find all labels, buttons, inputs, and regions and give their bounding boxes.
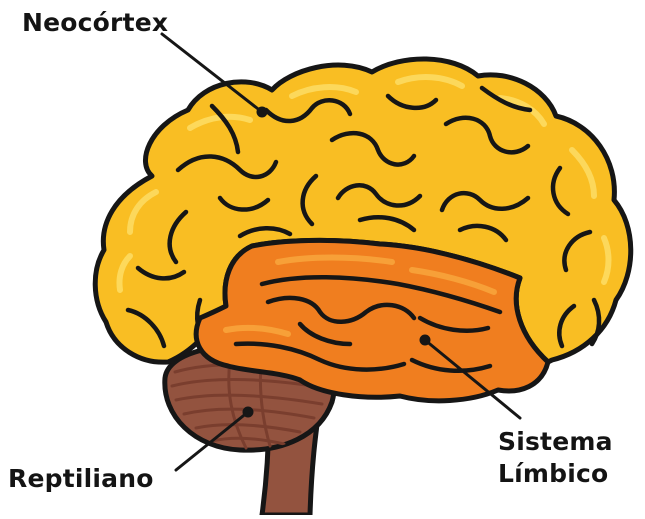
- limbic-label-line1: Sistema: [498, 426, 613, 458]
- neocortex-label: Neocórtex: [22, 8, 168, 37]
- limbic-system-label: Sistema Límbico: [498, 426, 613, 490]
- limbic-label-line2: Límbico: [498, 458, 613, 490]
- reptilian-label: Reptiliano: [8, 464, 154, 493]
